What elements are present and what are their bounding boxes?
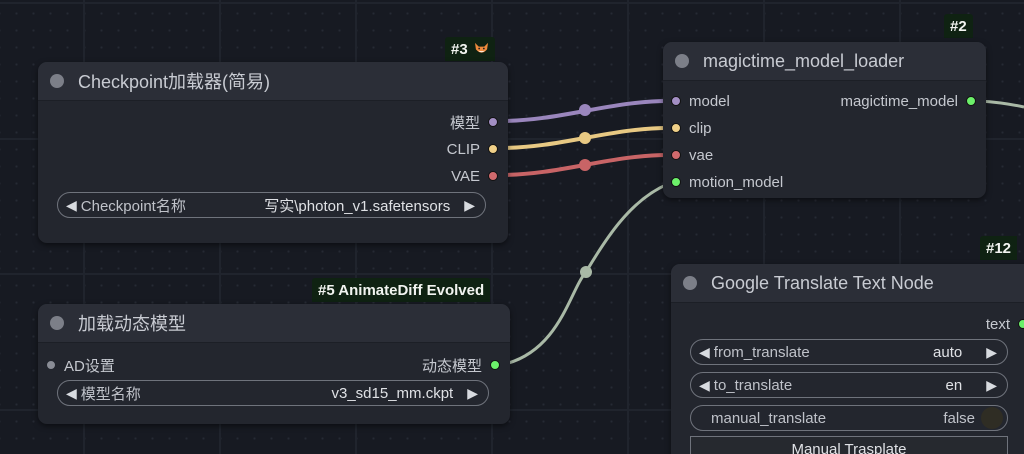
fox-icon xyxy=(474,42,488,53)
slot-label: clip xyxy=(689,119,712,137)
slot-dot-icon[interactable] xyxy=(671,123,681,133)
widget-label: Checkpoint名称 xyxy=(80,197,186,215)
model-name-combo[interactable]: ◀ 模型名称 v3_sd15_mm.ckpt ▶ xyxy=(57,380,489,406)
widget-label: 模型名称 xyxy=(80,385,141,403)
link-midpoint[interactable] xyxy=(579,159,591,171)
output-slot-motion-model[interactable]: 动态模型 xyxy=(422,355,500,375)
node-magictime-model-loader[interactable]: magictime_model_loader model clip vae mo… xyxy=(663,42,986,198)
checkpoint-name-combo[interactable]: ◀ Checkpoint名称 写实\photon_v1.safetensors … xyxy=(57,192,486,218)
widget-value: false xyxy=(943,409,975,427)
output-slot-text[interactable]: text xyxy=(986,314,1024,334)
link-vae[interactable] xyxy=(499,153,669,177)
slot-dot-icon[interactable] xyxy=(671,96,681,106)
widget-label: manual_translate xyxy=(711,409,827,427)
slot-label: model xyxy=(689,92,730,110)
node-title-bar[interactable]: Checkpoint加载器(简易) xyxy=(38,62,508,101)
slot-label: CLIP xyxy=(446,140,480,158)
arrow-left-icon[interactable]: ◀ xyxy=(66,196,77,213)
slot-dot-icon[interactable] xyxy=(671,177,681,187)
output-slot-vae[interactable]: VAE xyxy=(451,166,498,186)
node-title: magictime_model_loader xyxy=(703,50,905,71)
arrow-left-icon[interactable]: ◀ xyxy=(66,384,77,401)
slot-label: vae xyxy=(689,146,714,164)
arrow-left-icon[interactable]: ◀ xyxy=(699,376,710,393)
link-midpoint[interactable] xyxy=(579,104,591,116)
widget-label: from_translate xyxy=(713,343,810,361)
arrow-right-icon[interactable]: ▶ xyxy=(467,384,478,401)
slot-dot-icon[interactable] xyxy=(1018,319,1024,329)
node-animatediff-loader[interactable]: 加载动态模型 AD设置 动态模型 ◀ 模型名称 v3_sd15_mm.ckpt … xyxy=(38,304,510,424)
slot-label: 模型 xyxy=(449,114,480,132)
slot-dot-icon[interactable] xyxy=(966,96,976,106)
input-slot-model[interactable]: model xyxy=(671,91,730,111)
slot-dot-icon[interactable] xyxy=(490,360,500,370)
node-id-badge: #2 xyxy=(944,14,973,38)
arrow-right-icon[interactable]: ▶ xyxy=(464,196,475,213)
node-id-badge: #12 xyxy=(980,236,1018,260)
node-title: Google Translate Text Node xyxy=(711,272,934,293)
grid-line xyxy=(899,0,901,454)
input-slot-vae[interactable]: vae xyxy=(671,145,713,165)
output-slot-model[interactable]: 模型 xyxy=(450,112,498,132)
input-slot-motion-model[interactable]: motion_model xyxy=(671,172,783,192)
slot-dot-icon[interactable] xyxy=(488,144,498,154)
slot-label: AD设置 xyxy=(64,357,115,375)
collapse-dot-icon[interactable] xyxy=(675,54,689,68)
slot-label: VAE xyxy=(451,167,480,185)
manual-translate-toggle[interactable]: manual_translate false xyxy=(690,405,1008,431)
grid-line xyxy=(0,409,1024,411)
badge-text: #3 xyxy=(451,41,468,58)
toggle-indicator-icon[interactable] xyxy=(981,407,1003,429)
widget-label: to_translate xyxy=(713,376,793,394)
widget-value: en xyxy=(945,376,963,394)
slot-dot-icon[interactable] xyxy=(488,117,498,127)
link-magictime-model[interactable] xyxy=(979,99,1024,109)
badge-text: #5 AnimateDiff Evolved xyxy=(318,282,485,299)
manual-translate-button[interactable]: Manual Trasplate xyxy=(690,436,1008,454)
to-translate-combo[interactable]: ◀ to_translate en ▶ xyxy=(690,372,1008,398)
slot-label: motion_model xyxy=(689,173,784,191)
slot-dot-icon[interactable] xyxy=(671,150,681,160)
node-id-badge: #3 xyxy=(445,37,495,61)
grid-line xyxy=(0,2,1024,4)
arrow-right-icon[interactable]: ▶ xyxy=(986,376,997,393)
widget-value: 写实\photon_v1.safetensors xyxy=(264,197,451,215)
output-slot-magictime-model[interactable]: magictime_model xyxy=(840,91,976,111)
arrow-left-icon[interactable]: ◀ xyxy=(699,343,710,360)
collapse-dot-icon[interactable] xyxy=(683,276,697,290)
widget-value: auto xyxy=(933,343,963,361)
slot-dot-icon[interactable] xyxy=(46,360,56,370)
collapse-dot-icon[interactable] xyxy=(50,316,64,330)
slot-dot-icon[interactable] xyxy=(488,171,498,181)
collapse-dot-icon[interactable] xyxy=(50,74,64,88)
badge-text: #2 xyxy=(950,18,967,35)
slot-label: text xyxy=(985,315,1010,333)
from-translate-combo[interactable]: ◀ from_translate auto ▶ xyxy=(690,339,1008,365)
grid-line xyxy=(627,0,629,454)
link-midpoint[interactable] xyxy=(580,266,592,278)
node-title-bar[interactable]: magictime_model_loader xyxy=(663,42,986,81)
grid-line xyxy=(763,0,765,454)
node-title: 加载动态模型 xyxy=(78,314,186,334)
link-model[interactable] xyxy=(499,99,669,123)
node-checkpoint-loader[interactable]: Checkpoint加载器(简易) 模型 CLIP VAE ◀ Checkpoi… xyxy=(38,62,508,243)
input-slot-ad-settings[interactable]: AD设置 xyxy=(46,355,115,375)
input-slot-clip[interactable]: clip xyxy=(671,118,712,138)
node-title-bar[interactable]: 加载动态模型 xyxy=(38,304,510,343)
node-title-bar[interactable]: Google Translate Text Node xyxy=(671,264,1024,303)
node-title: Checkpoint加载器(简易) xyxy=(78,72,271,92)
arrow-right-icon[interactable]: ▶ xyxy=(986,343,997,360)
widget-value: v3_sd15_mm.ckpt xyxy=(331,384,454,402)
output-slot-clip[interactable]: CLIP xyxy=(447,139,498,159)
slot-label: magictime_model xyxy=(840,92,958,110)
badge-text: #12 xyxy=(986,240,1012,257)
slot-label: 动态模型 xyxy=(421,357,482,375)
node-id-badge: #5 AnimateDiff Evolved xyxy=(312,278,491,302)
node-google-translate[interactable]: Google Translate Text Node text ◀ from_t… xyxy=(671,264,1024,454)
